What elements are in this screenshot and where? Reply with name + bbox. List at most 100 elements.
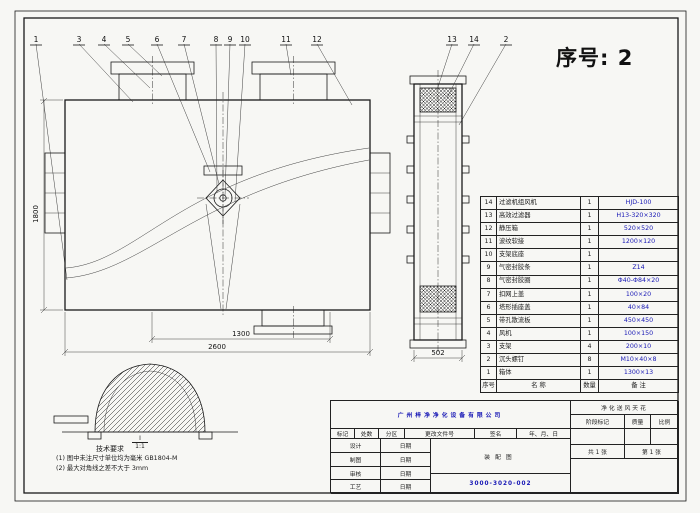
bom-qty: 1 (580, 222, 599, 237)
bom-header-qty: 数量 (580, 379, 599, 394)
bom-remark: 1200×120 (598, 235, 679, 250)
drawing-type-name: 装配图 (431, 439, 571, 474)
bom-no: 11 (480, 235, 497, 250)
bom-qty: 1 (580, 287, 599, 302)
callout-12: 12 (312, 35, 322, 44)
bom-remark: 40×84 (598, 300, 679, 315)
bom-name: 波纹软接 (496, 235, 581, 250)
serial-number-label: 序号: 2 (556, 46, 634, 70)
bom-qty: 4 (580, 340, 599, 355)
bom-name: 扣网上盖 (496, 287, 581, 302)
company-name: 广州梓净净化设备有限公司 (331, 401, 571, 429)
notes-title: 技术要求 (96, 445, 124, 453)
bom-qty: 1 (580, 195, 599, 211)
bom-no: 3 (480, 340, 497, 355)
bom-remark: 200×10 (598, 340, 679, 355)
front-dimensions: 1800 1300 2600 (32, 97, 374, 356)
bom-qty: 1 (580, 209, 599, 224)
draft-label: 制图 (331, 453, 381, 467)
process-date: 日期 (381, 480, 431, 494)
callout-7: 7 (182, 35, 187, 44)
check-label: 审核 (331, 467, 381, 480)
draft-date: 日期 (381, 453, 431, 467)
bom-name: 箱体 (496, 366, 581, 381)
bom-name: 气密封胶圈 (496, 274, 581, 289)
detail-view (53, 363, 238, 440)
bom-remark: 100×150 (598, 326, 679, 342)
check-date: 日期 (381, 467, 431, 480)
bom-remark (598, 248, 679, 263)
bom-name: 支架 (496, 340, 581, 355)
bom-remark: 450×450 (598, 313, 679, 328)
bom-header-row: 序号名 称数量备 注 (480, 379, 679, 394)
scale-label: 比例 (651, 415, 679, 429)
callout-leaders (30, 43, 512, 281)
callout-numbers: 1 3 4 5 6 7 8 9 10 11 12 13 14 2 (34, 35, 509, 44)
bom-no: 6 (480, 300, 497, 315)
bom-remark: Z14 (598, 261, 679, 276)
bom-name: 沉头螺钉 (496, 353, 581, 368)
bom-name: 过滤机组风机 (496, 195, 581, 211)
change-zone-label: 分区 (379, 429, 405, 439)
design-date: 日期 (381, 439, 431, 453)
bom-remark: 1300×13 (598, 366, 679, 381)
bom-no: 5 (480, 313, 497, 328)
bom-no: 1 (480, 366, 497, 381)
change-mark-label: 标记 (331, 429, 355, 439)
bom-no: 10 (480, 248, 497, 263)
bom-no: 2 (480, 353, 497, 368)
bom-header-no: 序号 (480, 379, 497, 394)
dim-width-half: 1300 (232, 330, 250, 338)
callout-9: 9 (228, 35, 233, 44)
stage-mark-value (571, 429, 625, 445)
technical-notes: 技术要求 (1) 图中未注尺寸单位均为毫米 GB1804-M (2) 最大对角线… (56, 444, 296, 474)
title-block: 广州梓净净化设备有限公司 净化送风天花 阶段标记 质量 比例 共 1 张 第 1… (330, 400, 679, 494)
dim-height: 1800 (32, 205, 40, 223)
callout-10: 10 (240, 35, 250, 44)
callout-6: 6 (155, 35, 160, 44)
note-line: (1) 图中未注尺寸单位均为毫米 GB1804-M (56, 455, 178, 462)
callout-14: 14 (469, 35, 479, 44)
change-count-label: 处数 (355, 429, 379, 439)
bom-qty: 1 (580, 300, 599, 315)
sheet-number: 第 1 张 (625, 445, 679, 459)
callout-8: 8 (214, 35, 219, 44)
callout-3: 3 (77, 35, 82, 44)
bom-no: 9 (480, 261, 497, 276)
approval-area (571, 459, 679, 494)
bom-header-name: 名 称 (496, 379, 581, 394)
dim-width-total: 2600 (208, 343, 226, 351)
front-view (44, 56, 391, 340)
bom-name: 高效过滤器 (496, 209, 581, 224)
bom-qty: 8 (580, 353, 599, 368)
side-view: 502 (406, 70, 470, 362)
mass-label: 质量 (625, 415, 651, 429)
change-file-label: 更改文件号 (405, 429, 475, 439)
bom-remark: 520×520 (598, 222, 679, 237)
bom-header-remark: 备 注 (598, 379, 679, 394)
scale-value (651, 429, 679, 445)
bom-remark: M10×40×8 (598, 353, 679, 368)
callout-13: 13 (447, 35, 457, 44)
mass-value (625, 429, 651, 445)
dim-depth: 502 (431, 349, 444, 357)
note-line: (2) 最大对角线之差不大于 3mm (56, 465, 149, 472)
bom-name: 塔形插座盖 (496, 300, 581, 315)
bom-no: 8 (480, 274, 497, 289)
bom-qty: 1 (580, 326, 599, 342)
bom-no: 13 (480, 209, 497, 224)
bom-remark: Φ40-Φ84×20 (598, 274, 679, 289)
bom-name: 带孔散流板 (496, 313, 581, 328)
bom-qty: 1 (580, 235, 599, 250)
